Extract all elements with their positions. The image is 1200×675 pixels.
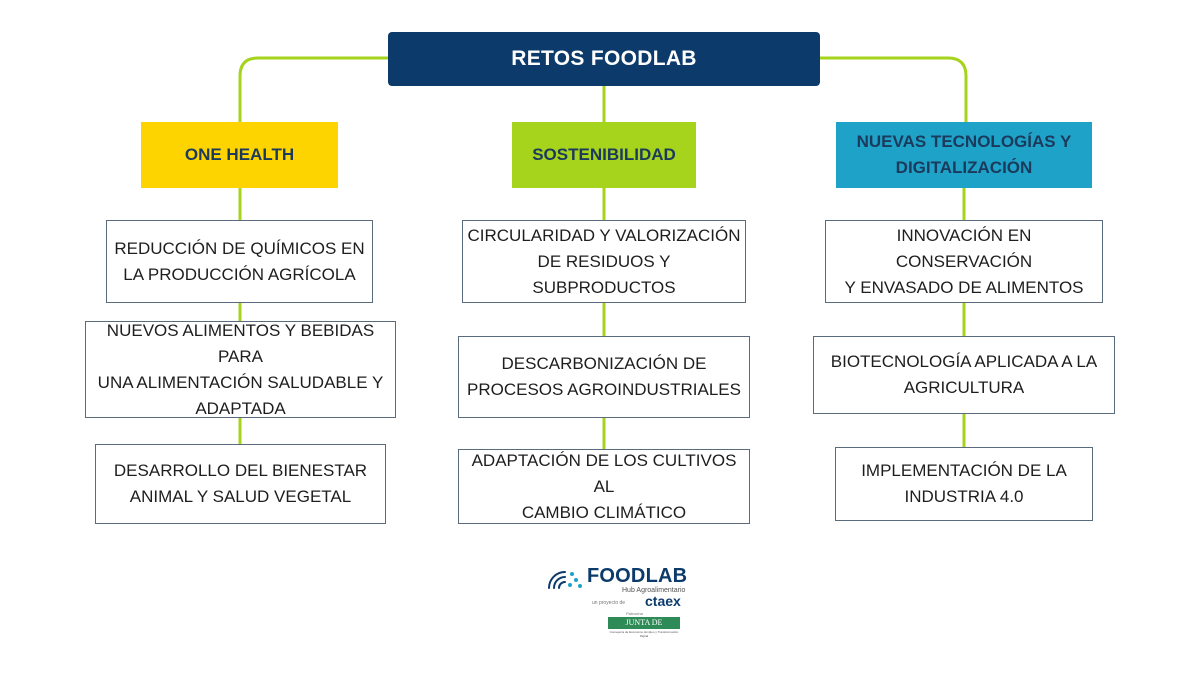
node-text-line: ADAPTADA <box>195 398 286 418</box>
node-reduccion-quimicos: REDUCCIÓN DE QUÍMICOS EN LA PRODUCCIÓN A… <box>106 220 373 303</box>
logo-prefix: un proyecto de <box>592 600 626 606</box>
node-text-line: NUEVOS ALIMENTOS Y BEBIDAS PARA <box>106 320 375 366</box>
logo-patron: Patrocina <box>626 611 643 616</box>
logo-name: FOODLAB <box>587 565 688 587</box>
root-node: RETOS FOODLAB <box>388 32 820 86</box>
root-label: RETOS FOODLAB <box>511 47 697 70</box>
category-label-line: DIGITALIZACIÓN <box>895 158 1033 177</box>
node-text-line: DESCARBONIZACIÓN DE <box>501 354 707 373</box>
node-text-line: INDUSTRIA 4.0 <box>904 487 1024 506</box>
foodlab-mark-icon <box>548 571 582 589</box>
junta-subtitle: Consejería de Economía, Empleo y Transfo… <box>609 630 679 638</box>
ctaex-logo: ctaex <box>645 593 681 609</box>
node-text-line: Y ENVASADO DE ALIMENTOS <box>844 277 1084 297</box>
category-label: ONE HEALTH <box>184 145 295 164</box>
node-text-line: REDUCCIÓN DE QUÍMICOS EN <box>114 238 365 258</box>
category-sostenibilidad: SOSTENIBILIDAD <box>512 122 696 188</box>
logo-subtitle: Hub Agroalimentario <box>622 587 686 594</box>
node-text-line: DESARROLLO DEL BIENESTAR <box>113 461 368 480</box>
node-text-line: DE RESIDUOS Y SUBPRODUCTOS <box>532 251 676 297</box>
node-adaptacion-cultivos: ADAPTACIÓN DE LOS CULTIVOS AL CAMBIO CLI… <box>458 449 750 524</box>
node-text-line: CAMBIO CLIMÁTICO <box>521 502 687 522</box>
junta-extremadura-logo: JUNTA DE EXTREMADURA <box>608 617 680 639</box>
node-nuevos-alimentos: NUEVOS ALIMENTOS Y BEBIDAS PARA UNA ALIM… <box>85 321 396 418</box>
node-text-line: BIOTECNOLOGÍA APLICADA A LA <box>830 352 1098 371</box>
connector-root-right <box>818 56 968 124</box>
node-text-line: UNA ALIMENTACIÓN SALUDABLE Y <box>97 372 384 392</box>
foodlab-logo: FOODLAB Hub Agroalimentario un proyecto … <box>546 565 688 639</box>
node-text-line: CIRCULARIDAD Y VALORIZACIÓN <box>467 225 741 245</box>
connector-root-left <box>238 56 390 124</box>
node-bienestar-animal: DESARROLLO DEL BIENESTAR ANIMAL Y SALUD … <box>95 444 386 524</box>
node-innovacion-conservacion: INNOVACIÓN EN CONSERVACIÓN Y ENVASADO DE… <box>825 220 1103 303</box>
category-label-line: NUEVAS TECNOLOGÍAS Y <box>856 132 1072 151</box>
node-industria-40: IMPLEMENTACIÓN DE LA INDUSTRIA 4.0 <box>835 447 1093 521</box>
category-label: SOSTENIBILIDAD <box>532 145 676 164</box>
node-text-line: PROCESOS AGROINDUSTRIALES <box>467 380 741 399</box>
node-biotecnologia: BIOTECNOLOGÍA APLICADA A LA AGRICULTURA <box>813 336 1115 414</box>
node-circularidad: CIRCULARIDAD Y VALORIZACIÓN DE RESIDUOS … <box>462 220 746 303</box>
node-text-line: IMPLEMENTACIÓN DE LA <box>861 461 1067 480</box>
node-text-line: INNOVACIÓN EN CONSERVACIÓN <box>895 225 1033 271</box>
node-descarbonizacion: DESCARBONIZACIÓN DE PROCESOS AGROINDUSTR… <box>458 336 750 418</box>
node-text-line: ANIMAL Y SALUD VEGETAL <box>129 487 352 506</box>
node-text-line: ADAPTACIÓN DE LOS CULTIVOS AL <box>471 450 737 496</box>
node-text-line: LA PRODUCCIÓN AGRÍCOLA <box>123 264 356 284</box>
category-one-health: ONE HEALTH <box>141 122 338 188</box>
category-nuevas-tecnologias: NUEVAS TECNOLOGÍAS Y DIGITALIZACIÓN <box>836 122 1092 188</box>
node-text-line: AGRICULTURA <box>903 378 1025 397</box>
